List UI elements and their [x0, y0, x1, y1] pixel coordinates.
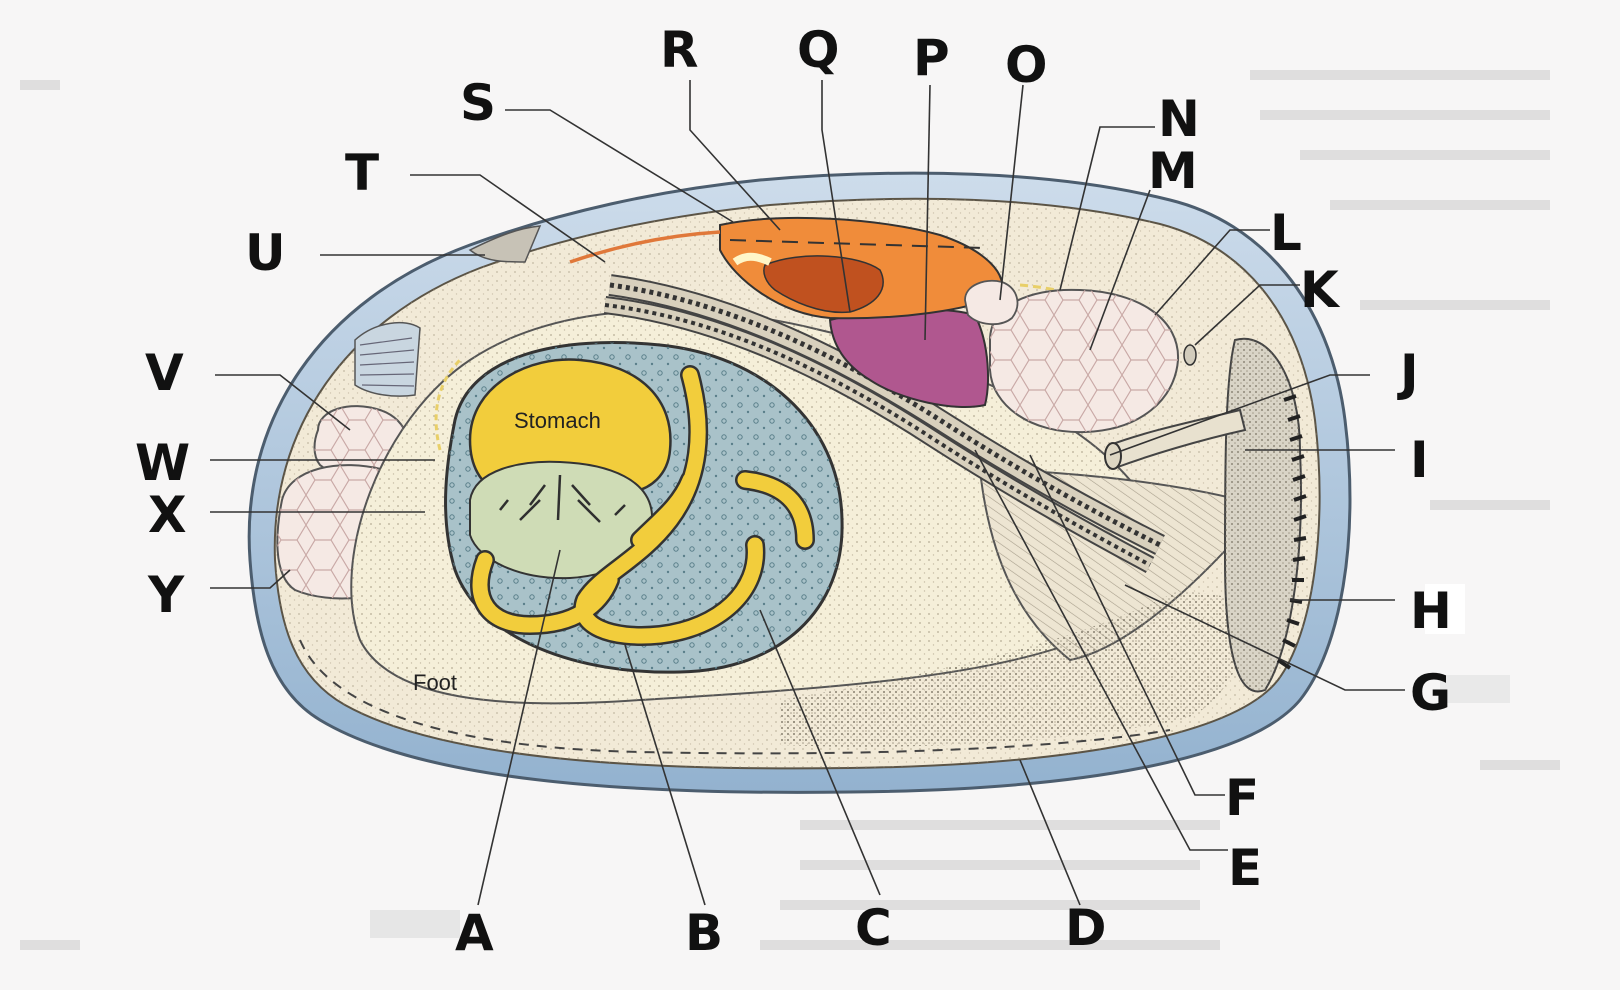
label-j: J	[1397, 344, 1419, 402]
label-n: N	[1158, 90, 1200, 148]
label-g: G	[1410, 664, 1451, 722]
label-b: B	[685, 904, 723, 962]
label-y: Y	[147, 566, 185, 624]
label-i: I	[1410, 431, 1429, 489]
label-r: R	[660, 21, 699, 79]
label-a: A	[455, 904, 494, 962]
label-k: K	[1300, 261, 1341, 319]
posterior-adductor-cells	[990, 290, 1178, 432]
label-w: W	[135, 434, 190, 492]
label-f: F	[1225, 769, 1259, 827]
excurrent-siphon-opening	[1184, 345, 1196, 365]
foot-label: Foot	[413, 670, 457, 695]
label-p: P	[913, 29, 950, 87]
label-q: Q	[797, 21, 840, 79]
label-h: H	[1410, 582, 1452, 640]
stomach-label: Stomach	[514, 408, 601, 433]
label-d: D	[1065, 899, 1107, 957]
label-t: T	[345, 144, 379, 202]
label-c: C	[855, 899, 892, 957]
label-v: V	[145, 344, 184, 402]
label-u: U	[245, 224, 286, 282]
mask-a	[370, 910, 460, 938]
anus	[1105, 443, 1121, 469]
label-l: L	[1270, 204, 1302, 262]
label-x: X	[148, 486, 187, 544]
label-e: E	[1228, 839, 1262, 897]
label-s: S	[460, 74, 496, 132]
posterior-retractor-muscle	[965, 281, 1017, 324]
label-m: M	[1148, 142, 1198, 200]
label-o: O	[1005, 36, 1048, 94]
